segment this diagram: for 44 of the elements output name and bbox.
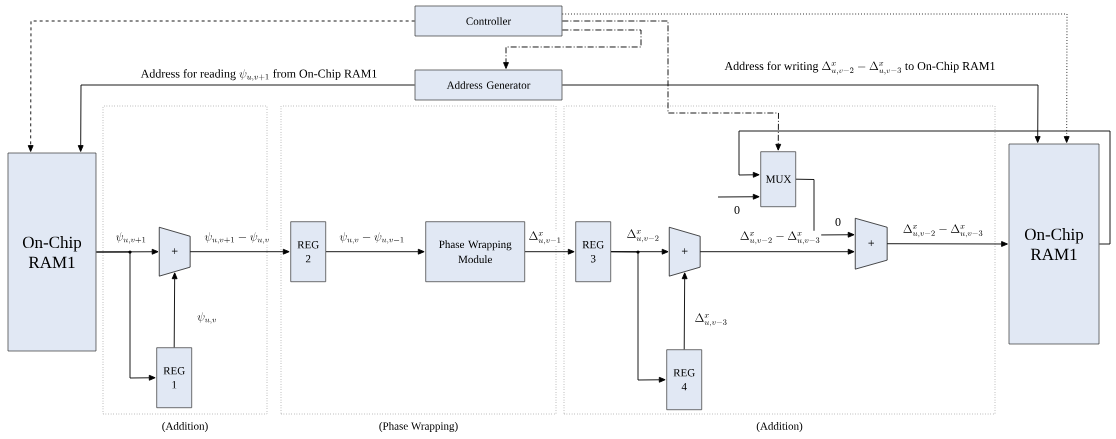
edge-label: $\Delta^{x}_{u,v-3}$: [693, 312, 729, 328]
edge-label: 0: [834, 216, 842, 228]
arrow: [699, 248, 855, 255]
process-box: Phase Wrapping Module: [425, 221, 526, 283]
arrow: [561, 84, 1041, 143]
process-box: Address Generator: [414, 69, 563, 101]
edge-label: 0: [733, 204, 741, 216]
arrow: [738, 130, 1111, 245]
memory-block: On-Chip RAM1: [7, 152, 97, 352]
node-label: (Addition): [162, 422, 208, 432]
arrow: [171, 272, 178, 348]
arrow: [325, 248, 425, 255]
register-box: REG 1: [156, 347, 193, 409]
register-box: REG 2: [290, 221, 327, 283]
process-box: Controller: [414, 5, 563, 37]
arrow: [189, 248, 290, 255]
edge-label: $\psi_{u,v+1}$: [114, 231, 148, 245]
edge-label: $\Delta^{x}_{u,v-2}-\Delta^{x}_{u,v-3}$: [901, 223, 985, 239]
register-box: MUX: [760, 151, 797, 208]
node-label: (Addition): [756, 422, 803, 432]
edge-label: $\mbox{Address for writing }\Delta^{x}_{u,v-2}-\Delta^{x}_{u,v-3}\mbox{ to On-Chip RAM1}$: [723, 60, 997, 76]
edge-label: $\psi_{u,v+1}-\psi_{u,v}$: [203, 231, 271, 245]
register-box: REG 3: [575, 221, 612, 283]
edge-label: $\Delta^{x}_{u,v-1}$: [527, 230, 563, 246]
arrow: [717, 193, 760, 200]
edge-label: $\psi_{u,v}$: [196, 311, 218, 325]
arrow: [561, 20, 782, 151]
arrow: [561, 13, 1070, 143]
arrow: [795, 178, 855, 238]
arrow: [95, 251, 156, 381]
arrow: [681, 272, 688, 350]
arrow: [503, 29, 642, 69]
arrow: [27, 20, 416, 152]
edge-label: $\Delta^{x}_{u,v-2}-\Delta^{x}_{u,v-3}$: [738, 230, 822, 246]
arrow: [77, 84, 416, 152]
arrow: [524, 248, 575, 255]
memory-block: On-Chip RAM1: [1008, 143, 1100, 345]
arrow: [886, 241, 1008, 247]
edge-label: $\mbox{Address for reading }\psi_{u,v+1}\mbox{ from On-Chip RAM1}$: [139, 68, 379, 82]
edge-label: $\Delta^{x}_{u,v-2}$: [625, 228, 661, 244]
arrow: [610, 251, 666, 383]
edge-label: $\psi_{u,v}-\psi_{u,v-1}$: [338, 231, 406, 245]
node-label: (Phase Wrapping): [379, 422, 458, 432]
register-box: REG 4: [666, 349, 703, 411]
